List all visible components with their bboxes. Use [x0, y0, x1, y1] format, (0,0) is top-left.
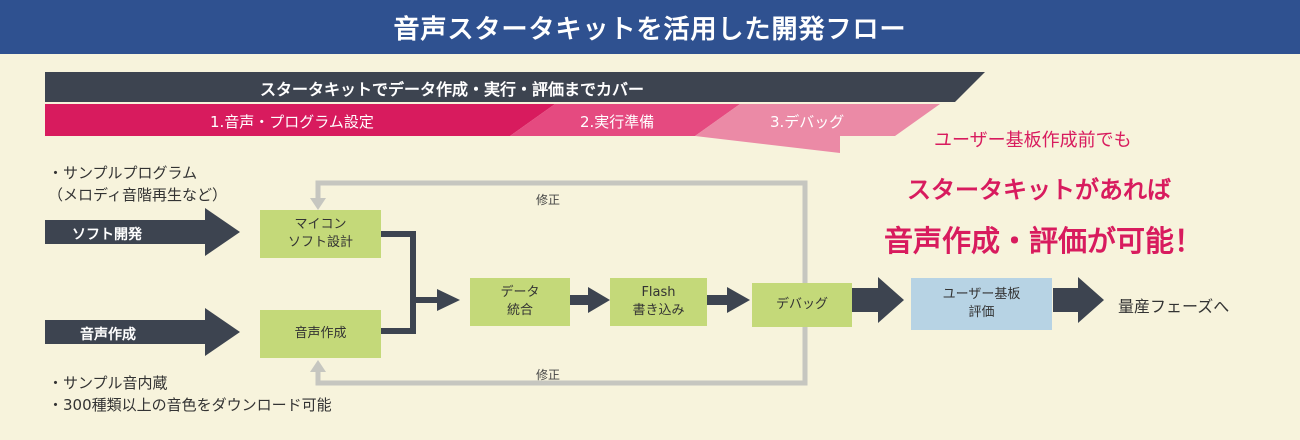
input-arrow-voice — [45, 308, 240, 356]
arrow-debug-board — [852, 277, 904, 323]
fix-label-top: 修正 — [536, 193, 561, 207]
note-sample-program: ・サンプルプログラム （メロディ音階再生など） — [48, 162, 227, 206]
arrow-flash-debug — [727, 287, 750, 313]
mass-production-label: 量産フェーズへ — [1118, 297, 1230, 316]
page-title: 音声スタータキットを活用した開発フロー — [0, 0, 1300, 54]
note-line: （メロディ音階再生など） — [48, 186, 227, 204]
callout-line-1: ユーザー基板作成前でも — [934, 130, 1132, 151]
phase-label-1: 1.音声・プログラム設定 — [210, 113, 374, 131]
note-sample-voice: ・サンプル音内蔵 ・300種類以上の音色をダウンロード可能 — [48, 372, 332, 416]
arrow-to-data — [437, 289, 460, 311]
phase-bar-3 — [695, 104, 940, 153]
phase-banner-label: スタータキットでデータ作成・実行・評価までカバー — [260, 80, 645, 99]
callout-line-3: 音声作成・評価が可能！ — [884, 224, 1204, 258]
note-line: ・300種類以上の音色をダウンロード可能 — [48, 396, 332, 414]
arrow-board-mass — [1053, 277, 1104, 323]
fix-loop-bottom-arrowhead — [310, 360, 326, 372]
box-voice-creation: 音声作成 — [260, 310, 381, 358]
arrow-data-flash — [588, 287, 610, 313]
note-line: ・サンプルプログラム — [48, 164, 198, 182]
fix-label-bottom: 修正 — [536, 368, 561, 382]
merge-connector — [381, 231, 440, 334]
box-data-integration: データ 統合 — [470, 278, 570, 326]
phase-label-2: 2.実行準備 — [580, 113, 655, 131]
input-label-voice: 音声作成 — [80, 327, 136, 343]
box-flash-write: Flash 書き込み — [610, 278, 707, 326]
box-user-board-eval: ユーザー基板 評価 — [911, 278, 1052, 330]
input-label-soft: ソフト開発 — [72, 227, 142, 243]
fix-loop-top — [315, 180, 808, 283]
box-mcu-software-design: マイコン ソフト設計 — [260, 210, 381, 258]
phase-banner-dark — [45, 72, 985, 102]
phase-bar-2 — [510, 104, 740, 136]
note-line: ・サンプル音内蔵 — [48, 374, 168, 392]
input-arrow-soft — [45, 208, 240, 256]
fix-loop-top-arrowhead — [310, 198, 326, 210]
phase-label-3: 3.デバッグ — [770, 113, 845, 131]
callout-line-2: スタータキットがあれば — [907, 176, 1171, 204]
fix-loop-bottom — [315, 320, 808, 386]
phase-bar-1 — [45, 104, 555, 136]
box-debug: デバッグ — [752, 283, 852, 327]
